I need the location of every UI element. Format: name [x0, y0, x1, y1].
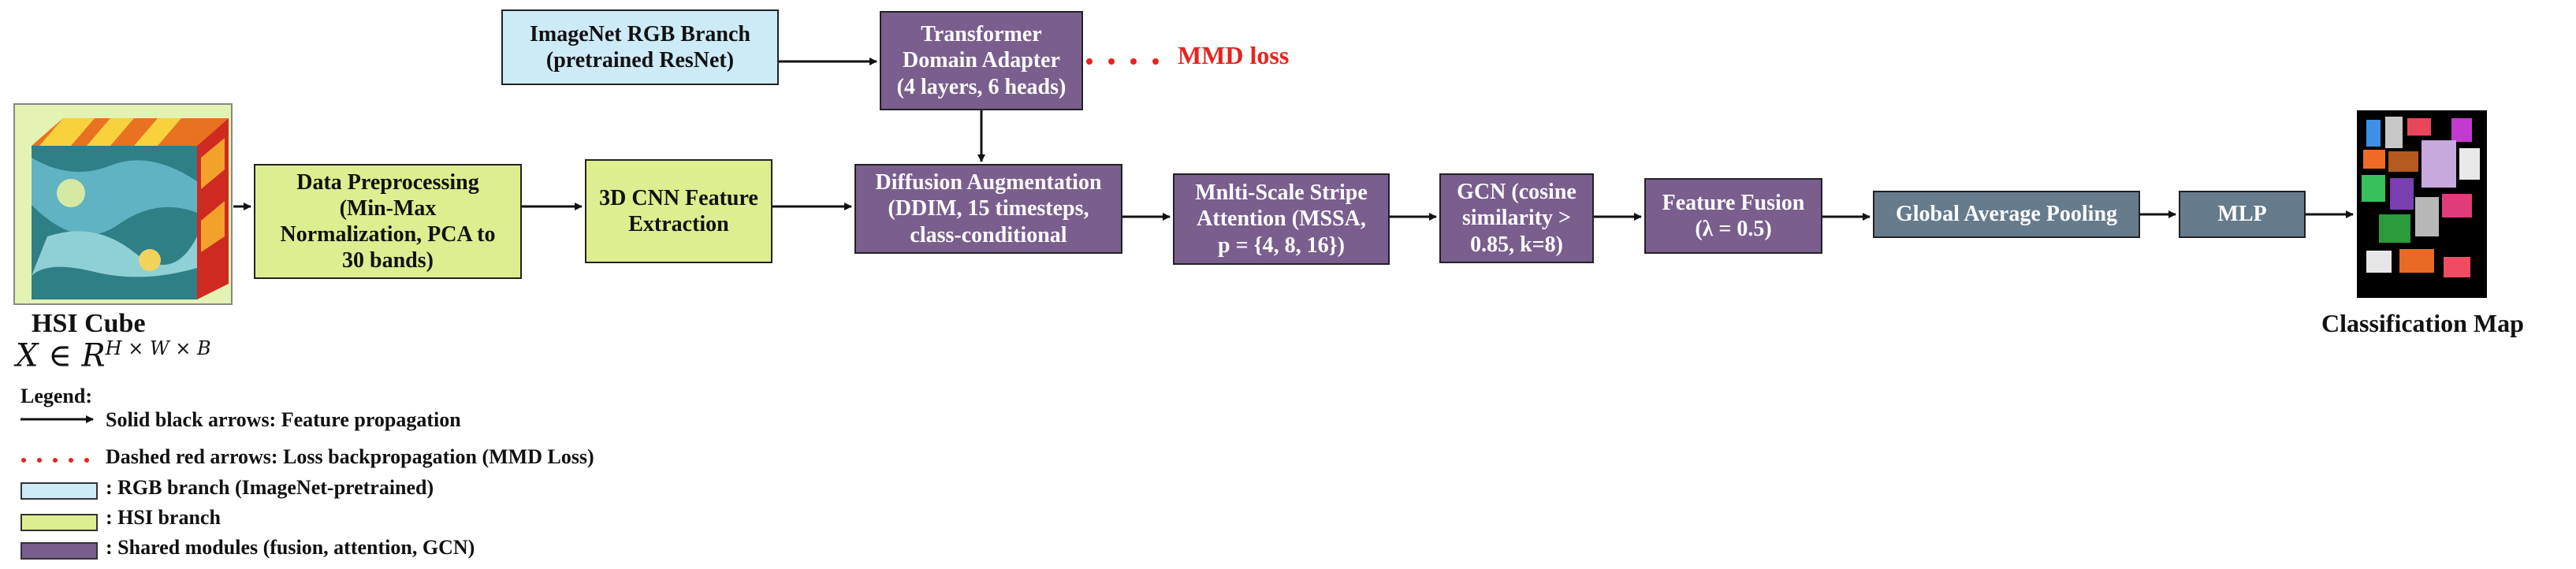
legend-dashed-label: Dashed red arrows: Loss backpropagation …: [106, 445, 594, 468]
mmd-loss-label: MMD loss: [1178, 41, 1290, 69]
legend-dotted-red: [21, 458, 89, 463]
legend-title: Legend:: [20, 385, 92, 407]
mlp-box: MLP: [2179, 191, 2306, 238]
hsi-cube-image: [13, 103, 233, 305]
mssa-box: Mnlti-Scale Stripe Attention (MSSA, p = …: [1173, 173, 1390, 265]
legend-hsi-label: : HSI branch: [106, 506, 221, 529]
mmd-loss-dotted-line: [1086, 58, 1159, 65]
data-preprocessing-box: Data Preprocessing (Min-Max Normalizatio…: [254, 164, 522, 279]
legend-rgb-swatch: [20, 482, 98, 500]
legend-shared-label: : Shared modules (fusion, attention, GCN…: [106, 536, 475, 559]
imagenet-rgb-branch-box: ImageNet RGB Branch (pretrained ResNet): [501, 9, 779, 85]
legend-shared-swatch: [20, 542, 98, 560]
legend-solid-label: Solid black arrows: Feature propagation: [106, 408, 461, 431]
global-average-pooling-box: Global Average Pooling: [1873, 191, 2140, 238]
feature-fusion-box: Feature Fusion (λ = 0.5): [1644, 178, 1822, 254]
3d-cnn-feature-extraction-box: 3D CNN Feature Extraction: [585, 159, 772, 263]
transformer-domain-adapter-box: Transformer Domain Adapter (4 layers, 6 …: [880, 11, 1083, 110]
legend-rgb-label: : RGB branch (ImageNet-pretrained): [106, 476, 434, 499]
legend-hsi-swatch: [20, 514, 98, 531]
classification-map-title: Classification Map: [2321, 309, 2524, 337]
hsi-cube-formula: X ∈ RH × W × B: [16, 337, 211, 374]
classification-map-image: [2357, 110, 2487, 298]
diffusion-augmentation-box: Diffusion Augmentation (DDIM, 15 timeste…: [854, 164, 1122, 254]
hsi-cube-title: HSI Cube: [32, 309, 146, 338]
gcn-box: GCN (cosine similarity > 0.85, k=8): [1439, 173, 1594, 263]
